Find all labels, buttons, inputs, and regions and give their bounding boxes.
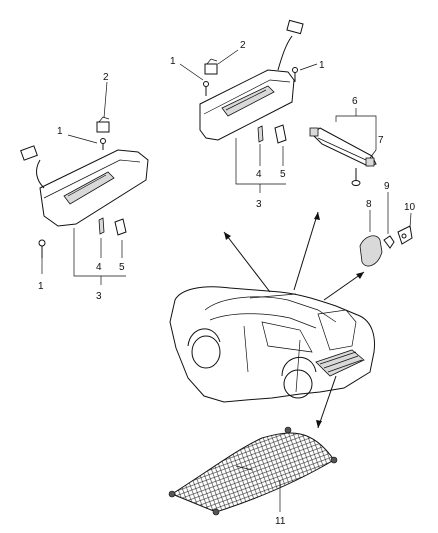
callout-8: 8 <box>366 199 372 210</box>
car-outline <box>169 286 375 403</box>
callout-1-left-top: 1 <box>57 126 63 137</box>
left-callouts: 1 2 1 4 5 3 <box>38 72 125 302</box>
callout-4-right: 4 <box>256 169 262 180</box>
right-sun-visor-assembly <box>199 19 304 193</box>
assist-grip-handle: 6 7 <box>309 96 384 186</box>
cargo-net: 11 <box>168 426 338 527</box>
callout-4-left: 4 <box>96 262 102 273</box>
callout-3-right: 3 <box>256 199 262 210</box>
callout-10: 10 <box>404 202 416 213</box>
callout-2-left: 2 <box>103 72 109 83</box>
callout-6: 6 <box>352 96 358 107</box>
callout-1-right-left: 1 <box>170 56 176 67</box>
trim-cover-and-clips: 8 9 10 <box>359 181 416 267</box>
callout-9: 9 <box>384 181 390 192</box>
right-callouts: 1 2 1 4 5 3 <box>170 40 325 210</box>
callout-7: 7 <box>378 135 384 146</box>
callout-2-right: 2 <box>240 40 246 51</box>
callout-3-left: 3 <box>96 291 102 302</box>
callout-1-left-bottom: 1 <box>38 281 44 292</box>
left-sun-visor-assembly <box>20 116 149 285</box>
callout-1-right-right: 1 <box>319 60 325 71</box>
pointer-arrows <box>223 211 365 429</box>
callout-5-left: 5 <box>119 262 125 273</box>
callout-5-right: 5 <box>280 169 286 180</box>
callout-11: 11 <box>275 516 286 527</box>
